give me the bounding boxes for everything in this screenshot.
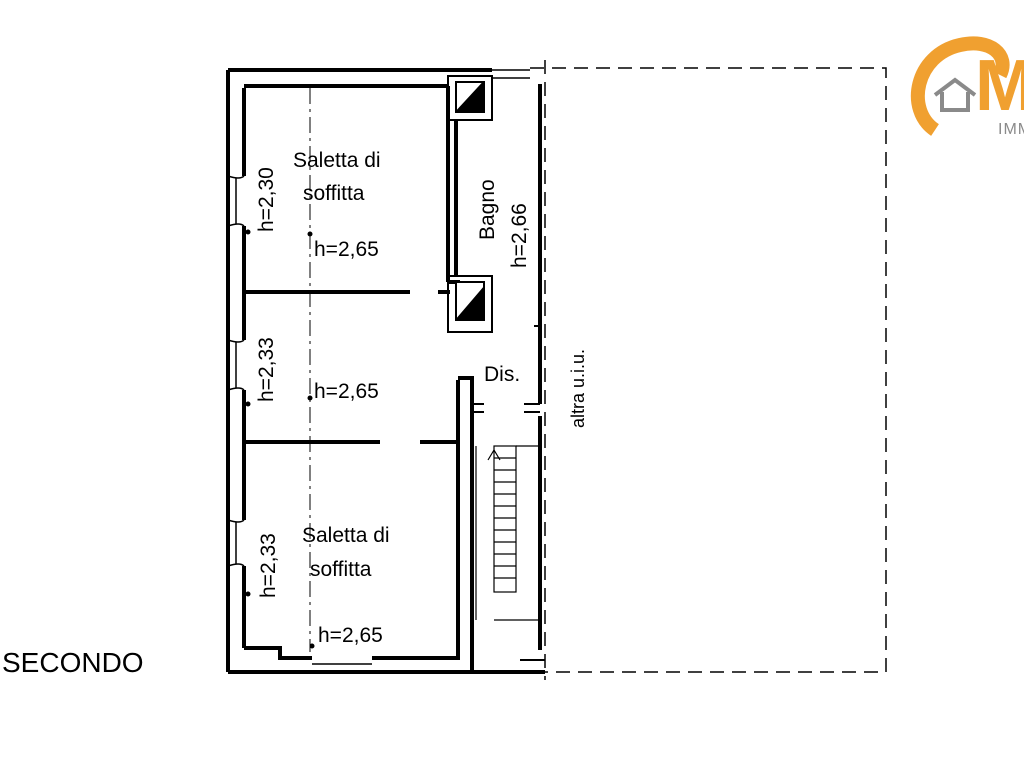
door-jambs [472, 325, 545, 661]
outer-walls [226, 68, 545, 674]
height-markers [245, 229, 315, 649]
stair-arrow-icon [487, 448, 501, 461]
adjacent-unit-label: altra u.i.u. [568, 349, 588, 428]
adjacent-unit-boundary [530, 60, 887, 680]
disimpegno-label: Dis. [484, 363, 520, 386]
room-3-wall-height: h=2,33 [257, 533, 280, 598]
logo-letter: M [975, 46, 1024, 126]
staircase [475, 445, 540, 621]
room-1-wall-height: h=2,30 [255, 167, 278, 232]
logo-swoosh-icon [910, 36, 1010, 136]
room-1-height: h=2,65 [314, 238, 379, 261]
room-3-name-line2: soffitta [310, 558, 372, 581]
room-2-height: h=2,65 [314, 380, 379, 403]
room-2-wall-height: h=2,33 [255, 337, 278, 402]
logo-subtext: IMM [998, 121, 1024, 138]
interior-walls [244, 86, 474, 672]
logo-house-icon [933, 77, 977, 112]
room-1-name-line1: Saletta di [293, 149, 381, 172]
floor-label: SECONDO [2, 647, 144, 678]
company-logo: M IMM [910, 36, 1024, 138]
bagno-height: h=2,66 [508, 203, 531, 268]
room-1-name-line2: soffitta [303, 182, 365, 205]
chimney-flues [447, 75, 493, 333]
room-3-height: h=2,65 [318, 624, 383, 647]
windows [227, 69, 530, 665]
room-3-name-line1: Saletta di [302, 524, 390, 547]
bagno-name: Bagno [476, 179, 499, 240]
